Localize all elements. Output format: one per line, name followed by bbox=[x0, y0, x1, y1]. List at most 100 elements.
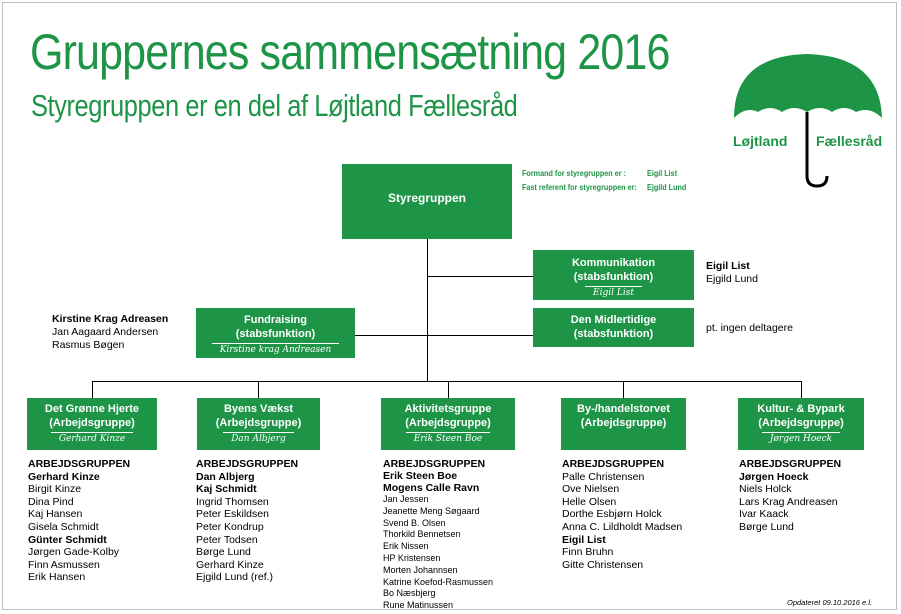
kommunikation-subtitle: (stabsfunktion) bbox=[573, 271, 654, 283]
group-5-heading: ARBEJDSGRUPPEN bbox=[739, 458, 842, 470]
connector-groups-horizontal bbox=[92, 381, 801, 382]
member-name: Katrine Koefod-Rasmussen bbox=[383, 576, 494, 587]
member-name: Birgit Kinze bbox=[28, 483, 82, 496]
midlertidige-note: pt. ingen deltagere bbox=[706, 322, 793, 334]
connector-group-4 bbox=[623, 381, 624, 398]
member-name: Erik Hansen bbox=[28, 571, 86, 584]
group-box-1: Det Grønne Hjerte (Arbejdsgruppe) Gerhar… bbox=[27, 398, 157, 450]
member-name: Thorkild Bennetsen bbox=[383, 529, 461, 540]
member-name: Morten Johannsen bbox=[383, 564, 458, 575]
group-4-subtitle: (Arbejdsgruppe) bbox=[580, 417, 667, 429]
member-name: Dina Pind bbox=[28, 495, 74, 508]
group-5-signature: Jørgen Hoeck bbox=[761, 432, 841, 444]
group-1-subtitle: (Arbejdsgruppe) bbox=[49, 417, 135, 429]
group-4-title: By-/handelstorvet bbox=[577, 403, 670, 415]
group-2-heading: ARBEJDSGRUPPEN bbox=[196, 458, 299, 470]
member-name: Erik Steen Boe bbox=[383, 470, 458, 482]
fundraising-box: Fundraising (stabsfunktion) Kirstine kra… bbox=[196, 308, 355, 358]
connector-kommunikation bbox=[427, 276, 533, 277]
group-2-title: Byens Vækst bbox=[223, 403, 294, 415]
logo-text-right: Fællesråd bbox=[816, 133, 883, 149]
umbrella-icon bbox=[734, 54, 882, 188]
connector-group-1 bbox=[92, 381, 93, 398]
member-name: Dan Albjerg bbox=[196, 470, 255, 483]
member-name: Gerhard Kinze bbox=[196, 558, 264, 571]
member-name: Peter Eskildsen bbox=[196, 508, 269, 521]
group-box-4: By-/handelstorvet (Arbejdsgruppe) bbox=[561, 398, 686, 450]
group-1-heading: ARBEJDSGRUPPEN bbox=[28, 458, 131, 470]
member-name: Jeanette Meng Søgaard bbox=[383, 505, 480, 516]
kommunikation-member-2: Ejgild Lund bbox=[706, 273, 758, 285]
member-name: Jørgen Hoeck bbox=[739, 470, 809, 483]
member-name: Svend B. Olsen bbox=[383, 517, 446, 528]
group-1-title: Det Grønne Hjerte bbox=[44, 403, 140, 415]
referent-name: Ejgild Lund bbox=[647, 182, 687, 192]
connector-main-vertical bbox=[427, 239, 428, 381]
connector-fundraising bbox=[355, 335, 427, 336]
styregruppen-title: Styregruppen bbox=[387, 191, 466, 205]
member-name: Anna C. Lildholdt Madsen bbox=[562, 520, 683, 533]
fundraising-member-1: Kirstine Krag Adreasen bbox=[52, 313, 169, 325]
member-name: Ivar Kaack bbox=[739, 508, 789, 521]
midlertidige-box: Den Midlertidige (stabsfunktion) bbox=[533, 308, 694, 347]
group-2-subtitle: (Arbejdsgruppe) bbox=[215, 417, 302, 429]
midlertidige-subtitle: (stabsfunktion) bbox=[573, 328, 654, 340]
kommunikation-signature: Eigil List bbox=[585, 286, 642, 298]
fundraising-signature: Kirstine krag Andreasen bbox=[211, 343, 340, 355]
group-3-subtitle: (Arbejdsgruppe) bbox=[405, 417, 491, 429]
member-name: Dorthe Esbjørn Holck bbox=[562, 508, 662, 521]
member-name: Jan Jessen bbox=[383, 494, 429, 504]
member-name: Bo Næsbjerg bbox=[383, 588, 436, 599]
formand-label: Formand for styregruppen er : bbox=[522, 168, 626, 178]
member-name: Erik Nissen bbox=[383, 541, 429, 552]
group-1-signature: Gerhard Kinze bbox=[50, 432, 134, 444]
group-box-2: Byens Vækst (Arbejdsgruppe) Dan Albjerg bbox=[197, 398, 320, 450]
member-name: HP Kristensen bbox=[383, 552, 441, 563]
page-title: Gruppernes sammensætning 2016 bbox=[30, 24, 670, 80]
group-3-title: Aktivitetsgruppe bbox=[404, 403, 492, 415]
group-3-heading: ARBEJDSGRUPPEN bbox=[383, 458, 486, 470]
member-name: Rune Matinussen bbox=[383, 600, 454, 611]
member-name: Helle Olsen bbox=[562, 495, 617, 508]
member-name: Jørgen Gade-Kolby bbox=[28, 546, 120, 559]
group-box-5: Kultur- & Bypark (Arbejdsgruppe) Jørgen … bbox=[738, 398, 864, 450]
connector-group-5 bbox=[801, 381, 802, 398]
member-name: Gisela Schmidt bbox=[28, 520, 99, 533]
updated-note: Opdateret 09.10.2016 e.l. bbox=[787, 598, 873, 607]
fundraising-title: Fundraising bbox=[244, 314, 307, 326]
group-5-subtitle: (Arbejdsgruppe) bbox=[758, 417, 844, 429]
member-name: Gerhard Kinze bbox=[28, 470, 100, 483]
kommunikation-title: Kommunikation bbox=[571, 257, 656, 269]
member-name: Børge Lund bbox=[196, 546, 251, 559]
kommunikation-box: Kommunikation (stabsfunktion) Eigil List bbox=[533, 250, 694, 300]
member-name: Ove Nielsen bbox=[562, 483, 620, 496]
referent-label: Fast referent for styregruppen er: bbox=[522, 182, 637, 192]
member-name: Gitte Christensen bbox=[562, 558, 644, 571]
member-name: Lars Krag Andreasen bbox=[739, 495, 838, 508]
member-name: Finn Bruhn bbox=[562, 546, 614, 559]
connector-group-2 bbox=[258, 381, 259, 398]
member-name: Børge Lund bbox=[739, 520, 794, 533]
group-4-heading: ARBEJDSGRUPPEN bbox=[562, 458, 665, 470]
member-name: Ejgild Lund (ref.) bbox=[196, 571, 274, 584]
styregruppen-box: Styregruppen bbox=[342, 164, 512, 239]
member-name: Niels Holck bbox=[739, 483, 792, 496]
member-name: Kaj Hansen bbox=[28, 508, 83, 521]
fundraising-member-3: Rasmus Bøgen bbox=[52, 339, 125, 351]
member-name: Finn Asmussen bbox=[28, 558, 100, 571]
fundraising-member-2: Jan Aagaard Andersen bbox=[52, 326, 159, 338]
member-name: Eigil List bbox=[562, 533, 606, 546]
midlertidige-title: Den Midlertidige bbox=[570, 314, 657, 326]
member-name: Peter Todsen bbox=[196, 533, 258, 546]
group-3-signature: Erik Steen Boe bbox=[405, 432, 491, 444]
member-name: Günter Schmidt bbox=[28, 533, 107, 546]
formand-name: Eigil List bbox=[647, 168, 678, 178]
group-2-signature: Dan Albjerg bbox=[223, 432, 294, 444]
member-name: Palle Christensen bbox=[562, 470, 645, 483]
